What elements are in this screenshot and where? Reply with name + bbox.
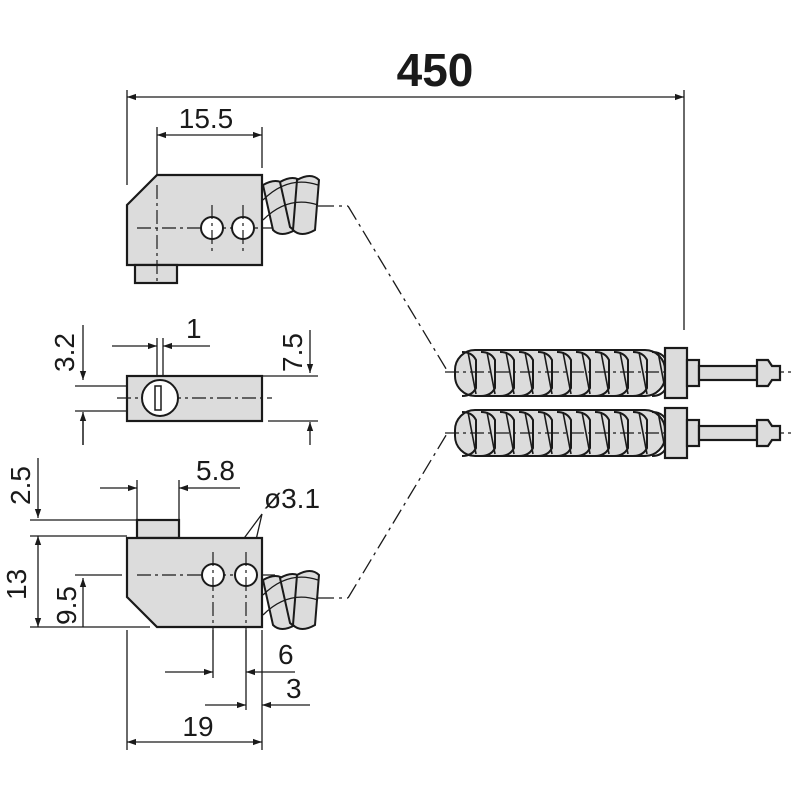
dimension-label-19: 19: [182, 711, 213, 742]
sensor-head-top-view: 15.5: [125, 103, 449, 373]
dimension-label-9-5: 9.5: [51, 586, 82, 625]
coil-turn: [581, 351, 591, 395]
coil-turn: [619, 351, 629, 395]
dimension-label-hole-diameter: ø3.1: [264, 483, 320, 514]
sensor-head-bottom-view: 2.5 5.8 ø3.1 13 9.5: [1, 431, 449, 750]
coil-turn: [524, 351, 534, 395]
coil-turn: [562, 411, 572, 455]
dimension-label-15-5: 15.5: [179, 103, 234, 134]
dimension-450: 450: [126, 44, 685, 330]
sensor-front-view: 3.2 1 7.5: [49, 313, 318, 445]
dimension-label-13: 13: [1, 569, 32, 600]
dimension-label-2-5: 2.5: [5, 466, 36, 505]
coil-turn: [581, 411, 591, 455]
coil-turn: [638, 351, 648, 395]
dimension-label-5-8: 5.8: [196, 455, 235, 486]
dimension-label-1: 1: [186, 313, 202, 344]
dimension-label-3-2: 3.2: [49, 333, 80, 372]
coil-turn: [600, 351, 610, 395]
dimension-label-7-5: 7.5: [277, 333, 308, 372]
cable-spring-bottom: [261, 570, 321, 630]
fiber-cable-upper: [445, 346, 795, 400]
coil-turn: [562, 351, 572, 395]
coil-turn: [638, 411, 648, 455]
dimension-label-3: 3: [286, 673, 302, 704]
coil-turn: [486, 351, 496, 395]
coil-turn: [543, 351, 553, 395]
cable-spring-top: [261, 175, 321, 235]
coil-turn: [505, 351, 515, 395]
fiber-cable-lower: [445, 406, 795, 460]
dimension-label-6: 6: [278, 639, 294, 670]
coil-turn: [467, 351, 477, 395]
dimension-label-450: 450: [397, 44, 474, 96]
coil-turn: [505, 411, 515, 455]
